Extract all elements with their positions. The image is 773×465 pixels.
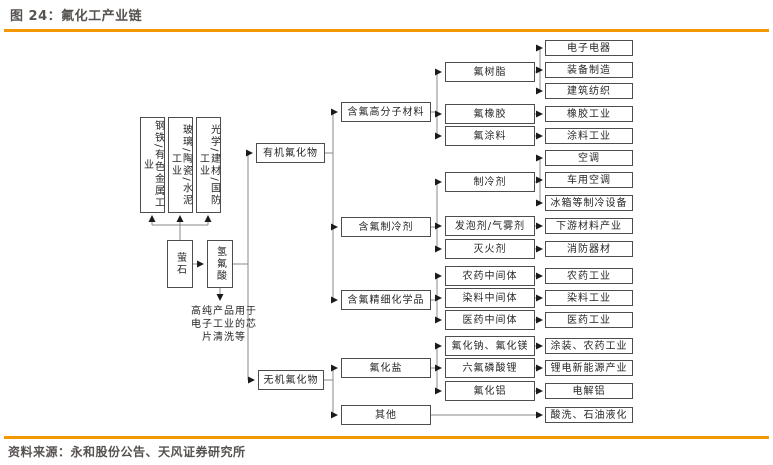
hf-purity-note: 高纯产品用于电子工业的芯片清洗等 <box>191 306 257 343</box>
node-rubber-industry: 橡胶工业 <box>545 106 633 122</box>
node-inorganic-fluorides: 无机氟化物 <box>258 370 324 390</box>
node-air-conditioning: 空调 <box>545 150 633 166</box>
node-fluorinated-refrigerants: 含氟制冷剂 <box>341 217 431 237</box>
node-fluorocoating: 氟涂料 <box>445 126 535 146</box>
node-coating-industry: 涂料工业 <box>545 128 633 144</box>
node-hydrofluoric-acid: 氢氟酸 <box>207 240 233 288</box>
node-lithium-new-energy-industry: 锂电新能源产业 <box>545 360 633 376</box>
node-optics-building-defense-industry: 光学/建材/国防工业 <box>196 117 221 213</box>
source-note: 资料来源：永和股份公告、天风证券研究所 <box>8 445 246 459</box>
node-electronics-appliances: 电子电器 <box>545 40 633 56</box>
node-glass-ceramic-cement-industry: 玻璃/陶瓷/水泥工业 <box>168 117 193 213</box>
node-dye-intermediates: 染料中间体 <box>445 288 535 308</box>
node-aluminum-fluoride: 氟化铝 <box>445 381 535 401</box>
source-divider <box>4 436 769 439</box>
node-foaming-aerosol-agent: 发泡剂/气雾剂 <box>445 216 535 236</box>
node-electrolytic-aluminum: 电解铝 <box>545 383 633 399</box>
node-construction-textile: 建筑纺织 <box>545 83 633 99</box>
node-organic-fluorides: 有机氟化物 <box>256 143 325 163</box>
node-vehicle-air-conditioning: 车用空调 <box>545 172 633 188</box>
node-dye-industry: 染料工业 <box>545 290 633 306</box>
node-pesticide-intermediates: 农药中间体 <box>445 266 535 286</box>
node-fire-fighting-equipment: 消防器材 <box>545 241 633 257</box>
node-refrigeration-equipment: 冰箱等制冷设备 <box>545 195 633 211</box>
node-pharma-intermediates: 医药中间体 <box>445 310 535 330</box>
node-refrigerant: 制冷剂 <box>445 172 535 192</box>
node-fluoropolymer-materials: 含氟高分子材料 <box>341 102 431 122</box>
node-sodium-magnesium-fluoride: 氟化钠、氟化镁 <box>445 336 535 356</box>
node-others: 其他 <box>341 405 431 425</box>
node-coating-pesticide-industry: 涂装、农药工业 <box>545 338 633 354</box>
node-fluorine-fine-chemicals: 含氟精细化学品 <box>341 290 431 310</box>
node-pharma-industry: 医药工业 <box>545 312 633 328</box>
node-fluororesin: 氟树脂 <box>445 62 535 82</box>
node-fluorite: 萤石 <box>167 240 193 288</box>
node-fluororubber: 氟橡胶 <box>445 104 535 124</box>
node-steel-nonferrous-industry: 钢铁/有色金属工业 <box>140 117 165 213</box>
node-fluoride-salts: 氟化盐 <box>341 358 431 378</box>
node-pesticide-industry: 农药工业 <box>545 268 633 284</box>
node-downstream-materials-industry: 下游材料产业 <box>545 218 633 234</box>
node-equipment-manufacturing: 装备制造 <box>545 62 633 78</box>
node-pickling-petroleum-liquefaction: 酸洗、石油液化 <box>545 407 633 423</box>
node-fire-extinguishing-agent: 灭火剂 <box>445 239 535 259</box>
figure-title: 图 24：氟化工产业链 <box>10 9 143 24</box>
node-lithium-hexafluorophosphate: 六氟磷酸锂 <box>445 358 535 378</box>
title-divider <box>4 29 769 32</box>
